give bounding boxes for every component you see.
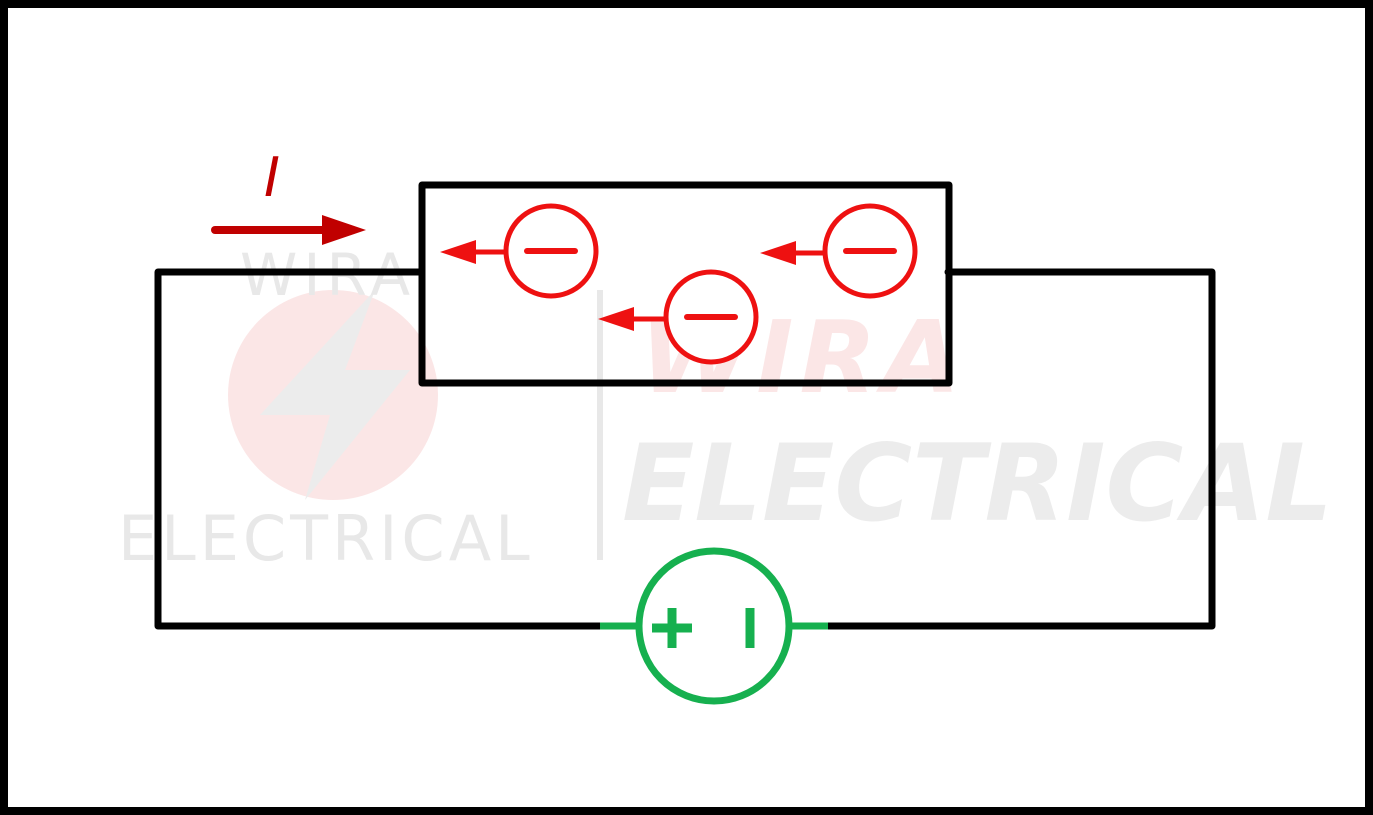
left-wire — [154, 268, 604, 630]
lightning-icon — [260, 290, 410, 500]
right-wire — [824, 268, 1216, 630]
watermark-bottom-text: ELECTRICAL — [118, 502, 534, 575]
voltage-source — [600, 547, 828, 705]
electron-2 — [598, 269, 759, 365]
current-arrow-icon — [322, 215, 366, 245]
electrons — [440, 203, 918, 365]
circuit-wires — [154, 181, 1216, 630]
electron-arrow-icon — [440, 240, 476, 264]
electron-arrow-icon — [760, 241, 796, 265]
electron-1 — [440, 203, 599, 299]
conductor-block — [418, 181, 953, 387]
watermark-big-bottom-text: ELECTRICAL — [622, 422, 1333, 545]
current-label: I — [264, 146, 280, 209]
circuit-diagram: WIRA ELECTRICAL WIRA ELECTRICAL I — [118, 146, 1333, 705]
electron-arrow-icon — [598, 307, 634, 331]
current-indicator: I — [211, 146, 366, 245]
source-circle-icon — [635, 547, 793, 705]
electron-3 — [760, 203, 918, 299]
